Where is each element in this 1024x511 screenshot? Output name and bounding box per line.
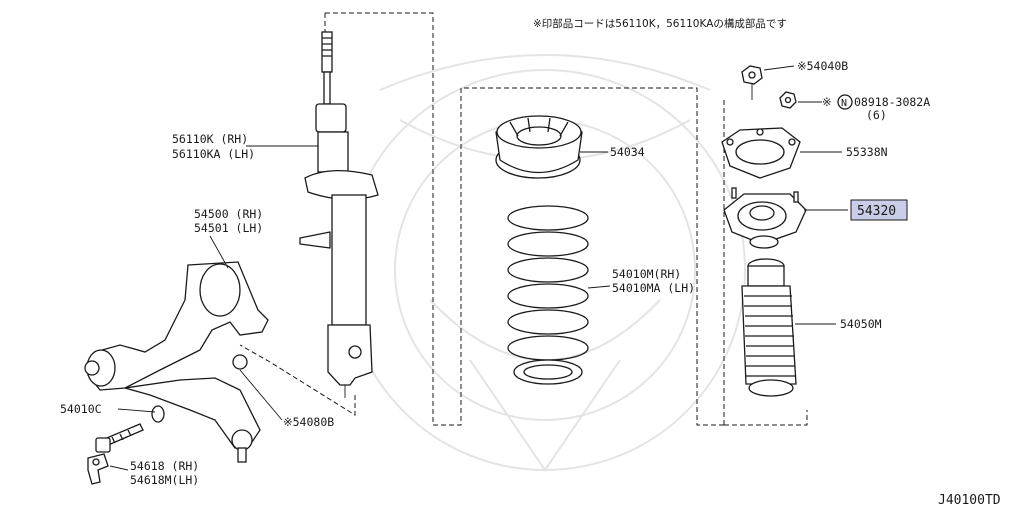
mount-label-highlight xyxy=(850,199,908,221)
spring-seat-label[interactable]: 54034 xyxy=(610,145,645,159)
nut xyxy=(741,65,763,100)
strut-label-rh[interactable]: 56110K (RH) xyxy=(172,132,248,146)
bump-boot-label[interactable]: 54050M xyxy=(840,317,882,331)
top-note: ※印部品コードは56110K，56110KAの構成部品です xyxy=(533,17,787,30)
bolt-circle-letter: N xyxy=(841,98,847,109)
diagram-id: J40100TD xyxy=(938,493,1001,508)
leader-lines xyxy=(109,65,848,471)
coil-spring-label-rh[interactable]: 54010M(RH) xyxy=(612,267,681,281)
plate-label[interactable]: 55338N xyxy=(846,145,888,159)
coil-spring-label-lh[interactable]: 54010MA (LH) xyxy=(612,281,695,295)
lower-arm-label-lh[interactable]: 54501 (LH) xyxy=(194,221,263,235)
bolt-circle-mark xyxy=(837,94,853,110)
mount-label[interactable]: 54320 xyxy=(857,204,896,219)
stabilizer-link-label-lh[interactable]: 54618M(LH) xyxy=(130,473,199,487)
stabilizer-link-label-rh[interactable]: 54618 (RH) xyxy=(130,459,199,473)
strut-label-lh[interactable]: 56110KA (LH) xyxy=(172,147,255,161)
bump-boot xyxy=(741,258,797,397)
part-labels: 56110K (RH) 56110KA (LH) 54500 (RH) 5450… xyxy=(60,59,1001,508)
lower-arm-assembly xyxy=(84,261,269,463)
lower-arm-label-rh[interactable]: 54500 (RH) xyxy=(194,207,263,221)
bolt-label[interactable]: 08918-3082A xyxy=(854,95,930,109)
strut-assembly xyxy=(299,31,379,398)
coil-spring xyxy=(507,205,589,385)
arm-bolt-label[interactable]: ※54080B xyxy=(283,415,334,429)
nut-label[interactable]: ※54040B xyxy=(797,59,848,73)
bolt-prefix: ※ xyxy=(822,95,832,109)
assembly-dashed-outlines xyxy=(239,12,808,426)
strut-mount xyxy=(723,187,807,249)
bolt xyxy=(779,91,797,109)
bolt-qty-label: (6) xyxy=(866,108,887,122)
plate xyxy=(721,127,801,179)
stabilizer-link xyxy=(87,423,144,485)
bushing-label[interactable]: 54010C xyxy=(60,402,102,416)
spring-seat xyxy=(495,115,583,179)
